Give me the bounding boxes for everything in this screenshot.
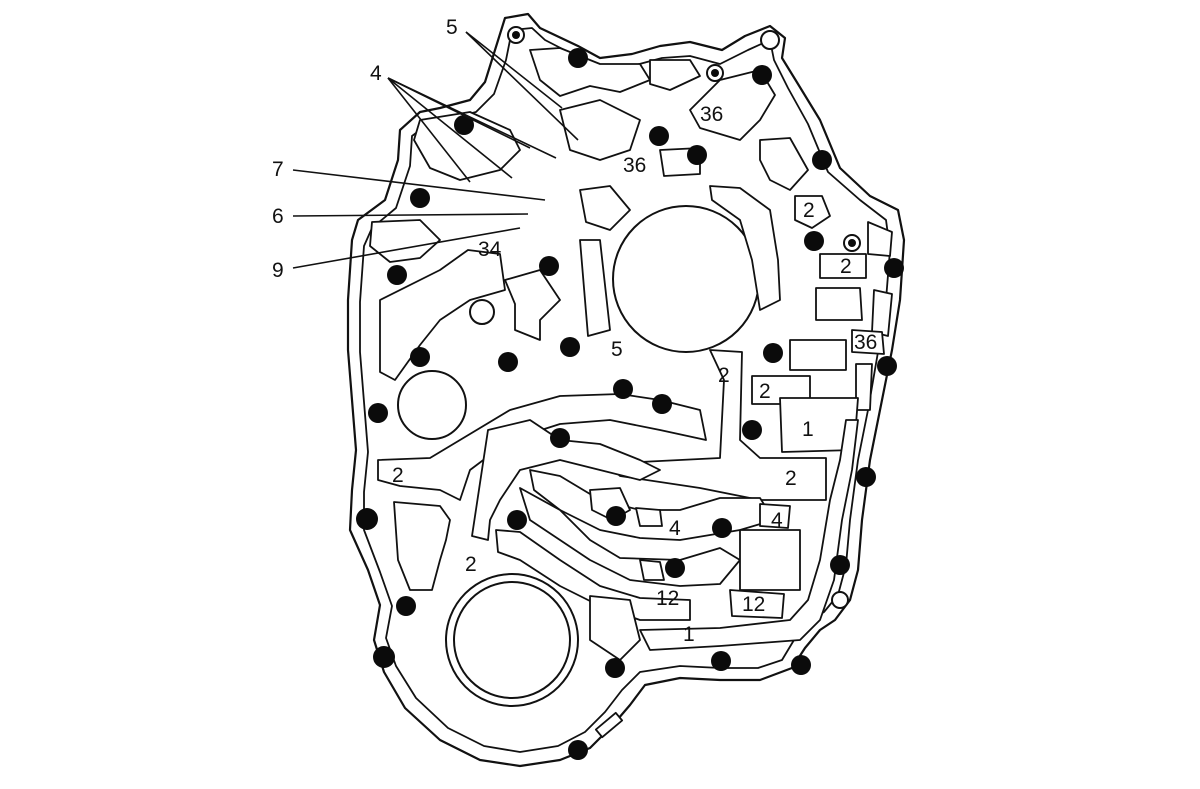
passage-label: 36: [623, 154, 646, 177]
passage-label: 2: [759, 380, 771, 403]
passage-label: 12: [742, 593, 765, 616]
passage-label: 2: [785, 467, 797, 490]
passage-label: 34: [478, 238, 502, 261]
passage-labels: 36 36 2 2 34 36 5 2 2 1 2 2 4 4 2 12 12 …: [392, 103, 877, 646]
passage-label: 12: [656, 587, 679, 610]
bottom-tab: [594, 711, 624, 739]
bolt-holes: [356, 48, 904, 760]
passage-label: 2: [392, 464, 404, 487]
passage-label: 1: [683, 623, 695, 646]
leader-lines: [292, 31, 579, 269]
passage-label: 1: [802, 418, 814, 441]
passage-label: 36: [854, 331, 877, 354]
small-round-pocket: [469, 299, 495, 325]
passages: [369, 47, 893, 661]
passage-label: 2: [718, 364, 730, 387]
callout-labels: 5 4 7 6 9: [272, 16, 458, 282]
callout-4: 4: [370, 62, 382, 85]
passage-label: 2: [465, 553, 477, 576]
callout-6: 6: [272, 205, 284, 228]
passage-label: 2: [803, 199, 815, 222]
passage-label: 4: [669, 517, 681, 540]
callout-5: 5: [446, 16, 458, 39]
upper-bore-ring: [612, 205, 760, 353]
passage-label: 4: [771, 509, 783, 532]
passage-label: 2: [840, 255, 852, 278]
callout-7: 7: [272, 158, 284, 181]
passage-label: 36: [700, 103, 723, 126]
callout-9: 9: [272, 259, 284, 282]
mounting-holes: [507, 26, 861, 609]
passage-label: 5: [611, 338, 623, 361]
lower-bore-inner: [453, 581, 571, 699]
left-round-pocket: [397, 370, 467, 440]
